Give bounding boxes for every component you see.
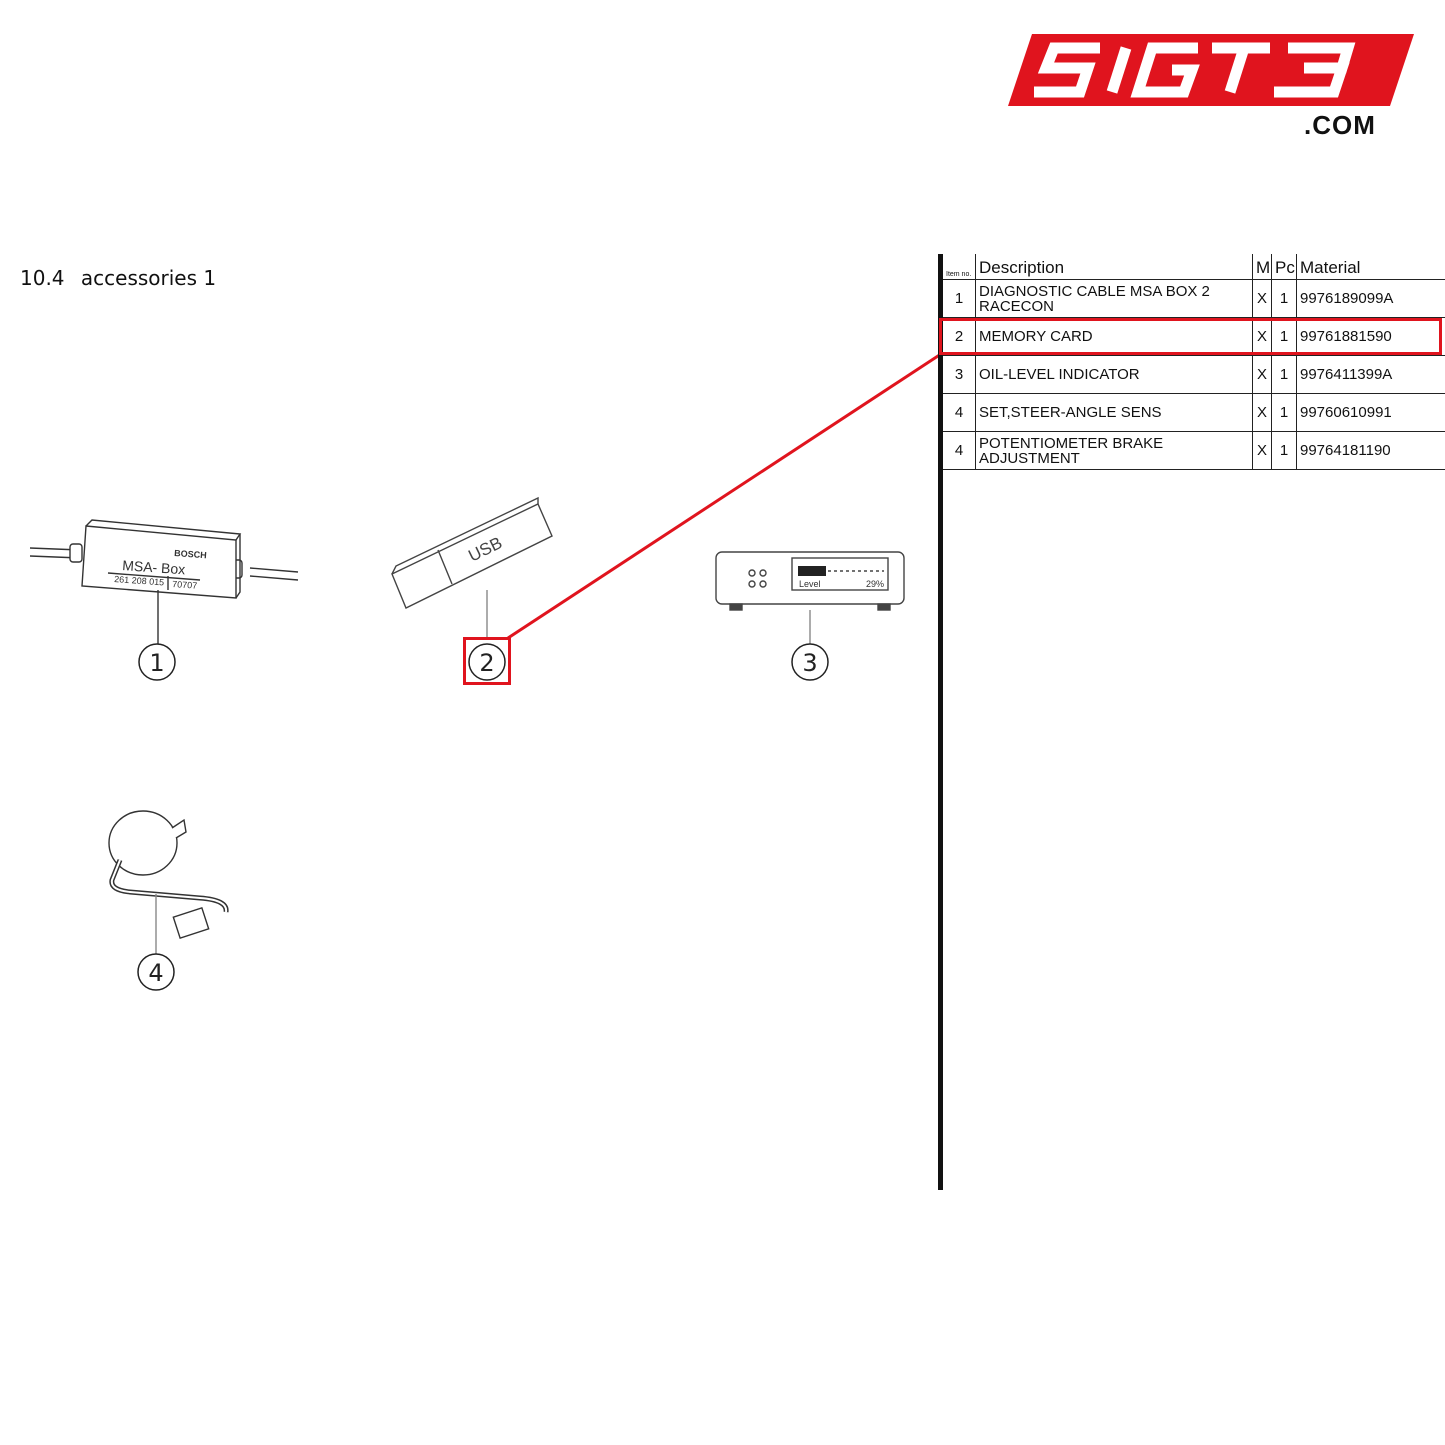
oil-display-value: 29% — [866, 579, 884, 589]
callout-2-highlight — [463, 637, 511, 685]
row-item: 2 — [943, 317, 976, 356]
table-row[interactable]: 1 DIAGNOSTIC CABLE MSA BOX 2 RACECON X 1… — [943, 279, 1445, 318]
callout-2[interactable]: 2 — [468, 643, 506, 681]
msa-box-code: 70707 — [172, 579, 198, 591]
header-m: M — [1252, 254, 1272, 280]
header-description: Description — [975, 254, 1253, 280]
row-item: 3 — [943, 355, 976, 394]
logo-domain: .COM — [1304, 110, 1376, 140]
row-pc: 1 — [1271, 317, 1297, 356]
row-m: X — [1252, 431, 1272, 470]
row-material: 99760610991 — [1296, 393, 1445, 432]
table-row[interactable]: 3 OIL-LEVEL INDICATOR X 1 9976411399A — [943, 355, 1445, 394]
table-row[interactable]: 4 SET,STEER-ANGLE SENS X 1 99760610991 — [943, 393, 1445, 432]
row-description: POTENTIOMETER BRAKE ADJUSTMENT — [975, 431, 1253, 470]
msa-box-serial: 261 208 015 — [114, 574, 165, 587]
header-material: Material — [1296, 254, 1445, 280]
table-row-highlighted[interactable]: 2 MEMORY CARD X 1 99761881590 — [943, 317, 1445, 356]
row-m: X — [1252, 279, 1272, 318]
row-description: MEMORY CARD — [975, 317, 1253, 356]
row-m: X — [1252, 355, 1272, 394]
steer-angle-sensor-illustration — [108, 810, 229, 954]
callout-1[interactable]: 1 — [138, 643, 176, 681]
row-m: X — [1252, 317, 1272, 356]
callout-3[interactable]: 3 — [791, 643, 829, 681]
section-number: 10.4 — [20, 266, 65, 290]
header-item-no: Item no. — [943, 254, 976, 280]
oil-display-text: Level — [799, 579, 821, 589]
row-material: 9976189099A — [1296, 279, 1445, 318]
section-name: accessories 1 — [80, 266, 217, 290]
header-pc: Pc. — [1271, 254, 1297, 280]
row-material: 99761881590 — [1296, 317, 1445, 356]
callout-1-label: 1 — [149, 649, 164, 677]
row-item: 4 — [943, 393, 976, 432]
row-material: 9976411399A — [1296, 355, 1445, 394]
table-header-row: Item no. Description M Pc. Material — [943, 254, 1445, 280]
msa-box-brand: BOSCH — [174, 548, 207, 560]
row-m: X — [1252, 393, 1272, 432]
row-pc: 1 — [1271, 393, 1297, 432]
callout-3-label: 3 — [802, 649, 817, 677]
callout-4[interactable]: 4 — [137, 953, 175, 991]
usb-stick-illustration — [391, 496, 553, 640]
parts-diagram: BOSCH MSA- Box 261 208 015 70707 USB Lev… — [29, 496, 905, 991]
brand-logo — [1008, 34, 1414, 106]
table-divider — [938, 254, 943, 1190]
oil-level-display-illustration — [715, 551, 905, 646]
msa-box-illustration — [29, 519, 299, 646]
row-description: OIL-LEVEL INDICATOR — [975, 355, 1253, 394]
row-item: 4 — [943, 431, 976, 470]
row-pc: 1 — [1271, 431, 1297, 470]
msa-box-label: MSA- Box — [122, 557, 186, 577]
row-pc: 1 — [1271, 279, 1297, 318]
callout-2-label: 2 — [479, 649, 494, 677]
row-description: SET,STEER-ANGLE SENS — [975, 393, 1253, 432]
row-item: 1 — [943, 279, 976, 318]
row-description: DIAGNOSTIC CABLE MSA BOX 2 RACECON — [975, 279, 1253, 318]
row-material: 99764181190 — [1296, 431, 1445, 470]
table-row-highlight-box — [939, 318, 1442, 355]
callout-4-label: 4 — [148, 959, 163, 987]
parts-table: Item no. Description M Pc. Material 1 DI… — [943, 254, 1445, 470]
page-title: 10.4 accessories 1 — [20, 266, 216, 290]
table-row[interactable]: 4 POTENTIOMETER BRAKE ADJUSTMENT X 1 997… — [943, 431, 1445, 470]
row-pc: 1 — [1271, 355, 1297, 394]
